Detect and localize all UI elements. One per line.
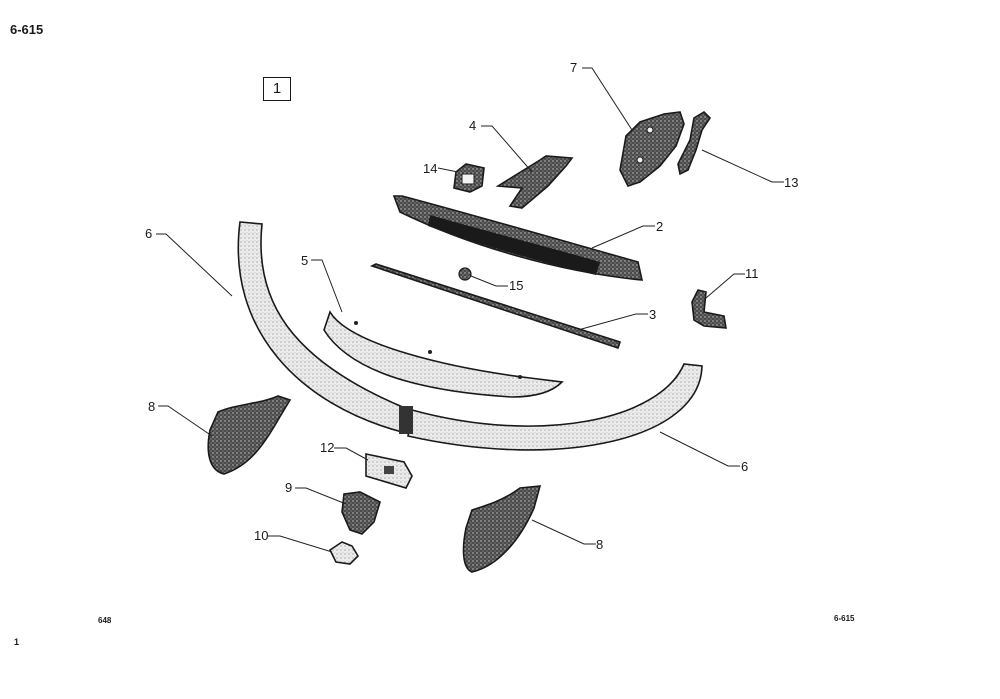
- callout-15: 15: [509, 278, 523, 293]
- callout-labels: 7 4 14 13 2 6 5 15 11 3 8 12 6 9 8 10: [145, 60, 798, 552]
- leader-15: [470, 275, 508, 287]
- callout-9: 9: [285, 480, 292, 495]
- leader-11: [705, 273, 745, 299]
- leader-2: [591, 225, 655, 249]
- callout-13: 13: [784, 175, 798, 190]
- leader-13: [701, 149, 784, 183]
- callout-5: 5: [301, 253, 308, 268]
- part-4-bracket: [495, 155, 574, 209]
- part-12-plate: [365, 453, 413, 489]
- callout-14: 14: [423, 161, 437, 176]
- part-7-mounting-bracket: [619, 111, 685, 187]
- part-13-hook: [677, 110, 712, 176]
- leader-7: [582, 67, 633, 131]
- callout-6-left: 6: [145, 226, 152, 241]
- part-11-angle-bracket: [691, 289, 727, 329]
- leader-5: [311, 259, 343, 313]
- callout-6-right: 6: [741, 459, 748, 474]
- callout-8-right: 8: [596, 537, 603, 552]
- part-3-rubber-strip: [369, 263, 622, 350]
- bumper-bar-right-half: [407, 363, 703, 451]
- part-9-small-overrider: [341, 491, 381, 535]
- callout-4: 4: [469, 118, 476, 133]
- part-6-bumper-bar: [237, 221, 703, 451]
- footer-right-code: 6-615: [834, 614, 855, 623]
- part-10-clip: [328, 541, 360, 565]
- part-8-overrider-left: [207, 395, 292, 475]
- callout-8-left: 8: [148, 399, 155, 414]
- bumper-joint: [399, 406, 413, 434]
- leader-3: [577, 313, 648, 331]
- callout-12: 12: [320, 440, 334, 455]
- leader-10: [268, 535, 333, 553]
- part-8-overrider-right: [462, 485, 542, 573]
- footer-corner-mark: 1: [14, 637, 20, 647]
- part-5-lower-plate: [323, 310, 564, 398]
- callout-10: 10: [254, 528, 268, 543]
- page-reference: 6-615: [10, 22, 44, 37]
- leader-12: [334, 447, 369, 461]
- leader-6b: [659, 431, 740, 467]
- leader-8a: [158, 405, 213, 437]
- callout-2: 2: [656, 219, 663, 234]
- leader-8b: [531, 519, 596, 545]
- part-2-grille: [392, 195, 644, 281]
- figure-number-box: 1: [263, 77, 291, 101]
- callout-11: 11: [745, 266, 759, 281]
- footer-left-code: 648: [98, 616, 112, 625]
- leader-4: [481, 125, 533, 173]
- leader-9: [295, 487, 347, 505]
- leader-14: [437, 167, 459, 173]
- callout-3: 3: [649, 307, 656, 322]
- part-14-clip: [453, 163, 485, 193]
- callout-7: 7: [570, 60, 577, 75]
- leader-6a: [156, 233, 233, 297]
- leader-lines: [156, 67, 784, 553]
- part-15-button: [458, 267, 472, 281]
